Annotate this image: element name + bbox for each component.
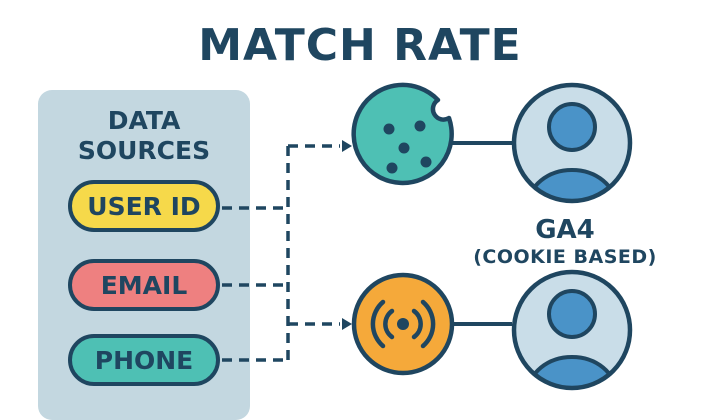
source-email-pill: EMAIL xyxy=(68,259,220,311)
connection-diagram xyxy=(222,82,633,391)
dashed-connectors xyxy=(222,144,340,362)
wireless-signal-icon xyxy=(351,272,455,376)
user-avatar-top-icon xyxy=(511,82,633,204)
ga4-sublabel: (COOKIE BASED) xyxy=(473,246,657,268)
ga4-label: GA4 xyxy=(535,215,595,245)
source-phone-pill: PHONE xyxy=(68,334,220,386)
user-avatar-bottom-icon xyxy=(511,269,633,391)
data-sources-heading-line1: DATA xyxy=(107,106,181,135)
source-user-id-pill: USER ID xyxy=(68,180,220,232)
arrow-to-signal-icon xyxy=(342,318,352,330)
cookie-icon xyxy=(351,82,454,186)
data-sources-heading-line2: SOURCES xyxy=(77,136,211,165)
data-sources-heading: DATA SOURCES xyxy=(38,106,250,166)
page-title: MATCH RATE xyxy=(198,20,522,71)
arrow-to-cookie-icon xyxy=(342,140,352,152)
